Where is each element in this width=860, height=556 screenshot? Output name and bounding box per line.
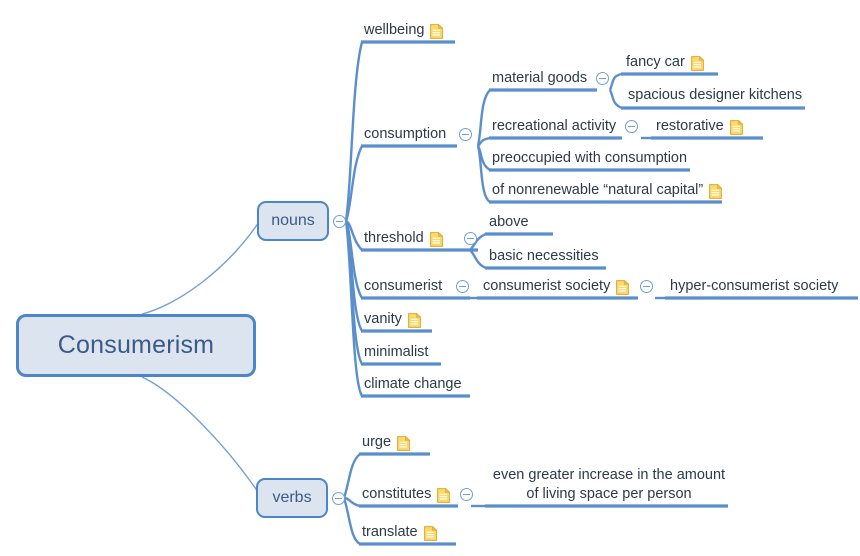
branch-lines-nouns bbox=[344, 41, 364, 397]
note-document-icon[interactable] bbox=[709, 183, 723, 199]
topic-urge[interactable]: urge bbox=[362, 433, 411, 452]
topic-preoccupied-with-consumption[interactable]: preoccupied with consumption bbox=[492, 149, 687, 168]
note-document-icon[interactable] bbox=[430, 23, 444, 39]
topic-vanity-label: vanity bbox=[364, 311, 402, 328]
branch-lines-material-goods bbox=[608, 72, 623, 110]
topic-threshold-label: threshold bbox=[364, 230, 424, 247]
note-document-icon[interactable] bbox=[616, 279, 630, 295]
topic-translate[interactable]: translate bbox=[362, 523, 438, 542]
topic-material-goods-label: material goods bbox=[492, 70, 588, 87]
topic-minimalist[interactable]: minimalist bbox=[364, 343, 428, 362]
topic-consumerist-society-label: consumerist society bbox=[483, 278, 611, 295]
topic-minimalist-label: minimalist bbox=[364, 344, 429, 361]
topic-fancy-car[interactable]: fancy car bbox=[626, 53, 705, 72]
topic-basic-necessities[interactable]: basic necessities bbox=[489, 247, 599, 266]
collapse-icon-verbs[interactable] bbox=[332, 492, 345, 505]
topic-recreational-activity[interactable]: recreational activity bbox=[492, 117, 616, 136]
connector-root-to-nouns bbox=[141, 221, 260, 315]
topic-constitutes-label: constitutes bbox=[362, 486, 432, 503]
topic-preoccupied-with-consumption-label: preoccupied with consumption bbox=[492, 150, 688, 167]
topic-recreational-activity-label: recreational activity bbox=[492, 118, 617, 135]
branch-lines-verbs bbox=[342, 453, 361, 546]
note-document-icon[interactable] bbox=[729, 119, 744, 135]
topic-consumerist[interactable]: consumerist bbox=[364, 277, 442, 296]
topic-spacious-designer-kitchens-label: spacious designer kitchens bbox=[628, 87, 803, 104]
topic-consumerist-society[interactable]: consumerist society bbox=[483, 277, 630, 296]
note-document-icon[interactable] bbox=[423, 525, 438, 541]
topic-consumption-label: consumption bbox=[364, 126, 447, 143]
collapse-icon-nouns[interactable] bbox=[333, 215, 346, 228]
collapse-icon-recreational-activity[interactable] bbox=[625, 120, 638, 133]
connector-root-to-verbs bbox=[141, 376, 259, 493]
note-document-icon[interactable] bbox=[690, 55, 705, 71]
collapse-icon-material-goods[interactable] bbox=[596, 72, 609, 85]
collapse-icon-constitutes[interactable] bbox=[460, 488, 473, 501]
topic-wellbeing[interactable]: wellbeing bbox=[364, 21, 444, 40]
note-document-icon[interactable] bbox=[437, 487, 451, 503]
topic-material-goods[interactable]: material goods bbox=[492, 69, 587, 88]
topic-climate-change[interactable]: climate change bbox=[364, 375, 462, 394]
collapse-icon-threshold[interactable] bbox=[464, 232, 477, 245]
topic-restorative[interactable]: restorative bbox=[656, 117, 744, 136]
branch-node-verbs[interactable]: verbs bbox=[256, 478, 328, 518]
topic-above[interactable]: above bbox=[489, 213, 529, 232]
note-document-icon[interactable] bbox=[397, 435, 411, 451]
topic-wellbeing-label: wellbeing bbox=[364, 22, 425, 39]
topic-fancy-car-label: fancy car bbox=[626, 54, 685, 71]
branch-node-nouns-label: nouns bbox=[271, 212, 315, 229]
topic-above-label: above bbox=[489, 214, 529, 231]
root-node-label: Consumerism bbox=[57, 331, 215, 359]
topic-nonrenewable-natural-capital-label: of nonrenewable “natural capital” bbox=[492, 182, 704, 199]
topic-living-space-increase-line2: of living space per person bbox=[526, 485, 692, 502]
branch-node-verbs-label: verbs bbox=[272, 489, 312, 506]
topic-living-space-increase-line1: even greater increase in the amount bbox=[492, 467, 726, 483]
topic-urge-label: urge bbox=[362, 434, 392, 451]
collapse-icon-consumerist-society[interactable] bbox=[640, 280, 653, 293]
branch-node-nouns[interactable]: nouns bbox=[257, 201, 329, 241]
topic-constitutes[interactable]: constitutes bbox=[362, 485, 451, 504]
collapse-icon-consumerist[interactable] bbox=[456, 280, 469, 293]
topic-climate-change-label: climate change bbox=[364, 376, 462, 393]
note-document-icon[interactable] bbox=[407, 312, 422, 328]
root-node-consumerism[interactable]: Consumerism bbox=[16, 314, 256, 377]
topic-vanity[interactable]: vanity bbox=[364, 310, 422, 329]
topic-consumerist-label: consumerist bbox=[364, 278, 443, 295]
topic-restorative-label: restorative bbox=[656, 118, 724, 135]
topic-spacious-designer-kitchens[interactable]: spacious designer kitchens bbox=[628, 86, 802, 105]
topic-hyper-consumerist-society[interactable]: hyper-consumerist society bbox=[670, 277, 838, 296]
topic-living-space-increase[interactable]: even greater increase in the amount of l… bbox=[489, 466, 729, 504]
topic-translate-label: translate bbox=[362, 524, 418, 541]
topic-threshold[interactable]: threshold bbox=[364, 229, 444, 248]
note-document-icon[interactable] bbox=[429, 231, 444, 247]
topic-consumption[interactable]: consumption bbox=[364, 125, 446, 144]
collapse-icon-consumption[interactable] bbox=[459, 128, 472, 141]
branch-lines-consumption bbox=[476, 89, 491, 204]
topic-hyper-consumerist-society-label: hyper-consumerist society bbox=[670, 278, 839, 295]
topic-basic-necessities-label: basic necessities bbox=[489, 248, 599, 265]
topic-nonrenewable-natural-capital[interactable]: of nonrenewable “natural capital” bbox=[492, 181, 723, 200]
